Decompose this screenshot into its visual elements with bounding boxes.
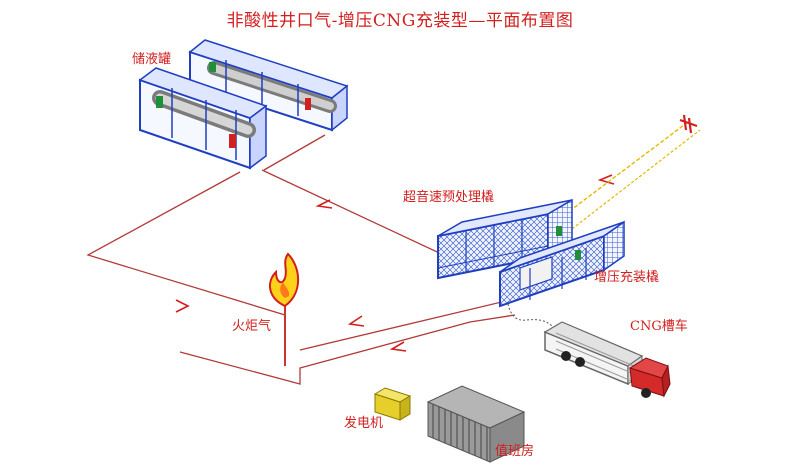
label-duty-room: 值班房 bbox=[495, 444, 535, 459]
label-storage-tank: 储液罐 bbox=[132, 52, 172, 67]
valve-icon bbox=[156, 96, 163, 108]
cng-truck bbox=[543, 321, 671, 398]
pipe-duty-loop bbox=[179, 314, 516, 385]
flow-arrow bbox=[175, 299, 190, 313]
pipe-storage-link bbox=[263, 134, 326, 171]
wellhead-valve-icon bbox=[679, 114, 698, 134]
valve-icon bbox=[575, 250, 581, 260]
filling-hose bbox=[507, 303, 553, 327]
label-flare: 火炬气 bbox=[232, 319, 272, 334]
generator bbox=[373, 387, 412, 421]
storage-tank-rear bbox=[188, 39, 349, 132]
valve-icon bbox=[556, 226, 562, 236]
label-generator: 发电机 bbox=[344, 416, 384, 431]
flow-arrow bbox=[347, 315, 365, 327]
pipe-compressor-to-flare bbox=[299, 299, 511, 351]
truck-wheel bbox=[641, 388, 651, 398]
valve-icon bbox=[305, 98, 311, 110]
truck-wheel bbox=[575, 357, 585, 367]
compressor-unit bbox=[519, 256, 553, 291]
valve-icon bbox=[209, 62, 216, 72]
label-compress-skid: 增压充装橇 bbox=[594, 270, 660, 285]
flow-arrows bbox=[175, 174, 615, 352]
pipe-pretreat-to-storage bbox=[261, 169, 451, 259]
pretreat-skid bbox=[437, 198, 573, 280]
flame-icon bbox=[268, 252, 300, 308]
truck-wheel bbox=[561, 351, 571, 361]
flow-arrow bbox=[315, 199, 333, 209]
flow-arrow bbox=[597, 174, 615, 185]
flare-stack bbox=[268, 252, 300, 366]
flow-arrow bbox=[389, 341, 407, 352]
compress-skid bbox=[499, 220, 625, 308]
duty-room bbox=[426, 385, 526, 463]
pipe-storage-to-flare bbox=[86, 171, 286, 366]
storage-tank-front bbox=[138, 67, 268, 170]
valve-icon bbox=[229, 134, 236, 148]
inlet-gas-line bbox=[554, 114, 701, 233]
label-cng-truck: CNG槽车 bbox=[630, 319, 688, 334]
diagram-title: 非酸性井口气-增压CNG充装型—平面布置图 bbox=[226, 11, 574, 31]
label-pretreat-skid: 超音速预处理橇 bbox=[403, 190, 495, 205]
